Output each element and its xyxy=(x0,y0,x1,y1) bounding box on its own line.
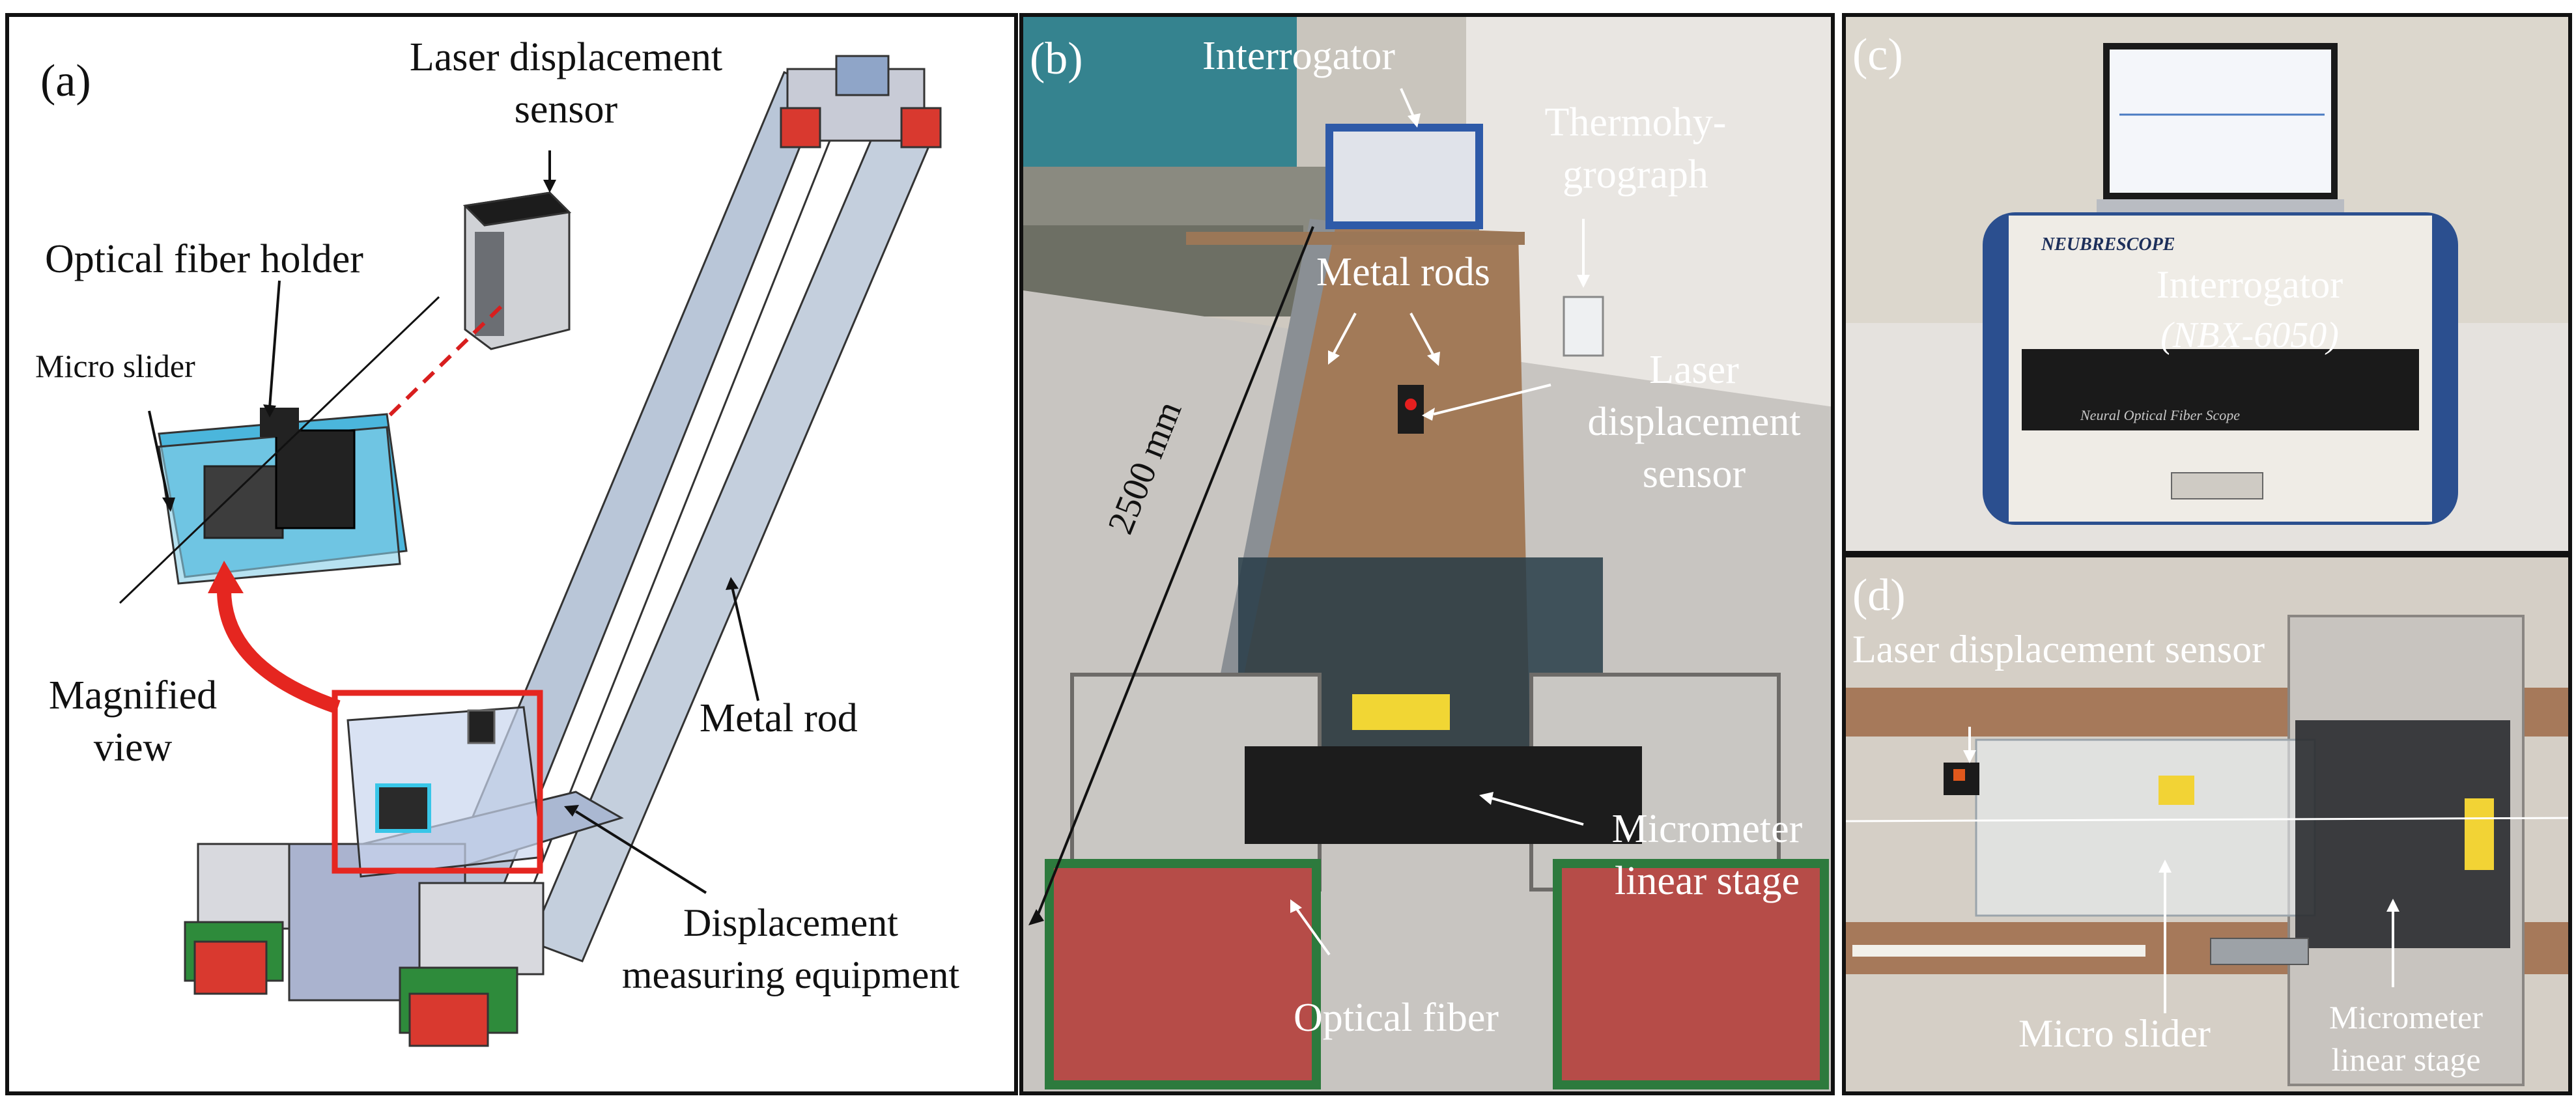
optical-fiber-label: Optical fiber xyxy=(1294,996,1499,1040)
panel-d-photo: (d) Laser displacement sensor Micro slid… xyxy=(1842,554,2572,1095)
laser-sensor-label: Laser displacement sensor xyxy=(1852,628,2265,671)
laser-sensor-label-line2: sensor xyxy=(514,87,618,132)
fiber-holder-label: Optical fiber holder xyxy=(45,237,363,281)
stage-label-line2: linear stage xyxy=(1614,859,1800,903)
micro-slider-label: Micro slider xyxy=(35,348,195,384)
interrogator-unit xyxy=(1325,124,1483,229)
laser-label-line2: displacement xyxy=(1587,400,1801,444)
laser-label-line3: sensor xyxy=(1642,452,1746,496)
stage-label-line2: linear stage xyxy=(2331,1041,2481,1078)
thermo-label-line2: grograph xyxy=(1563,152,1708,197)
panel-c-tag: (c) xyxy=(1852,30,1903,80)
panel-c-photo: (c) NEUBRESCOPE Interrogator (NBX-6050) … xyxy=(1842,13,2572,555)
magnified-label-line2: view xyxy=(93,725,173,770)
panel-d-tag: (d) xyxy=(1852,570,1906,621)
panel-a-schematic: (a) Laser displacement sensor Optical fi… xyxy=(5,13,1018,1095)
measuring-label-line1: Displacement xyxy=(683,901,898,944)
stage-label-line1: Micrometer xyxy=(1611,807,1803,851)
laser-sensor-label-line1: Laser displacement xyxy=(409,35,723,79)
metal-rod-label: Metal rod xyxy=(700,696,858,740)
model-label: (NBX-6050) xyxy=(2160,315,2339,356)
closeup-photo xyxy=(1846,557,2568,1091)
thermo-label-line1: Thermohy- xyxy=(1544,100,1727,145)
micro-slider-label: Micro slider xyxy=(2018,1012,2211,1055)
test-bed-photo xyxy=(1023,17,1831,1091)
magnified-label-line1: Magnified xyxy=(48,673,218,718)
front-panel-text: Neural Optical Fiber Scope xyxy=(2080,407,2241,423)
laser-label-line1: Laser xyxy=(1649,348,1739,392)
panel-b-tag: (b) xyxy=(1030,34,1083,84)
stage-label-line1: Micrometer xyxy=(2328,999,2483,1035)
device-label: Interrogator xyxy=(2156,263,2343,306)
panel-a-tag: (a) xyxy=(40,56,91,106)
measuring-label-line2: measuring equipment xyxy=(621,953,960,996)
panel-b-photo: (b) Interrogator Thermohy- grograph Meta… xyxy=(1019,13,1835,1095)
brand-text: NEUBRESCOPE xyxy=(2041,234,2175,255)
interrogator-label: Interrogator xyxy=(1202,34,1396,78)
interrogator-photo xyxy=(1846,17,2568,551)
metal-rods-label: Metal rods xyxy=(1316,250,1490,294)
schematic-drawing xyxy=(119,55,942,1047)
magnified-box xyxy=(332,690,543,874)
